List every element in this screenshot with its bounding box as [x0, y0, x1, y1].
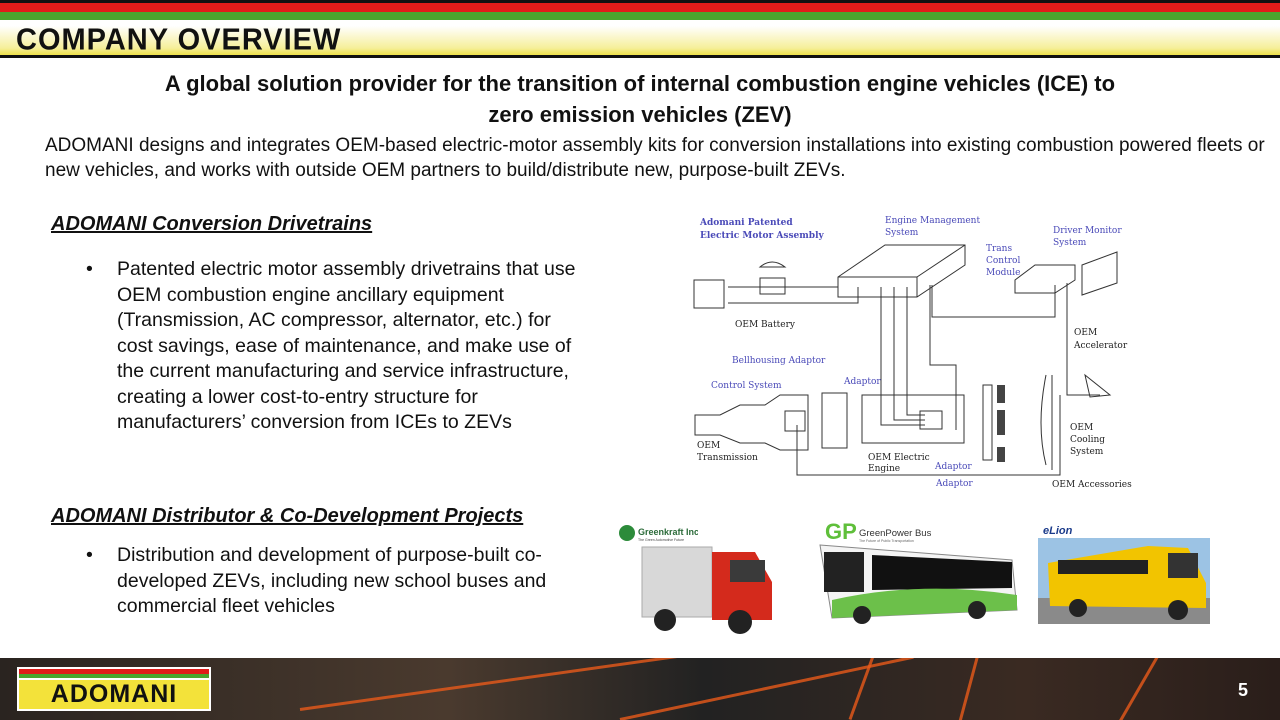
- label-accel-1: OEM: [1074, 328, 1097, 338]
- subtitle-line-2: zero emission vehicles (ZEV): [488, 102, 792, 127]
- diagram-title-1: Adomani Patented: [699, 218, 793, 228]
- page-number: 5: [1237, 680, 1248, 700]
- slide-title: COMPANY OVERVIEW: [16, 23, 342, 57]
- bullet-text: Distribution and development of purpose-…: [117, 544, 547, 617]
- electric-engine-shape: [861, 394, 965, 444]
- label-adaptor-mid: Adaptor: [934, 462, 972, 472]
- diagram-title-2: Electric Motor Assembly: [700, 231, 824, 241]
- label-adaptor-top: Adaptor: [843, 377, 881, 387]
- slide-subtitle: A global solution provider for the trans…: [0, 68, 1280, 130]
- header-stripe-red: [0, 3, 1280, 12]
- section-heading-conversion: ADOMANI Conversion Drivetrains: [51, 213, 373, 235]
- elion-logo: eLion: [1042, 517, 1090, 542]
- elion-logo-mark: eLion: [1043, 525, 1073, 537]
- label-ems-2: System: [885, 228, 919, 238]
- battery-shape: [693, 279, 725, 309]
- label-engine-2: Engine: [868, 464, 900, 474]
- label-accel-2: Accelerator: [1073, 341, 1128, 351]
- bullet-dot: •: [86, 258, 93, 280]
- svg-text:Greenkraft Inc.: Greenkraft Inc.: [638, 527, 698, 537]
- label-tcm-1: Trans: [986, 244, 1012, 254]
- label-cool-1: OEM: [1070, 423, 1093, 433]
- label-accessories: OEM Accessories: [1052, 480, 1132, 490]
- label-tcm-3: Module: [986, 268, 1020, 278]
- label-trans-1: OEM: [697, 441, 720, 451]
- section-heading-distributor: ADOMANI Distributor & Co-Development Pro…: [51, 505, 524, 527]
- bullet-conversion: • Patented electric motor assembly drive…: [86, 257, 581, 436]
- header-divider: [0, 55, 1280, 58]
- label-cool-3: System: [1070, 447, 1104, 457]
- label-cool-2: Cooling: [1070, 435, 1105, 445]
- bullet-dot: •: [86, 544, 93, 566]
- greenkraft-logo: Greenkraft Inc.The Green Automotive Futu…: [618, 524, 702, 547]
- subtitle-line-1: A global solution provider for the trans…: [164, 71, 1116, 96]
- label-bellhousing: Bellhousing Adaptor: [732, 356, 826, 366]
- svg-text:eLion: eLion: [1043, 525, 1073, 537]
- greenpower-bus-image: [819, 544, 1018, 624]
- adomani-logo: ADOMANI: [17, 667, 211, 711]
- label-dms-1: Driver Monitor: [1053, 226, 1122, 236]
- svg-text:The Future of Public Transport: The Future of Public Transportation: [859, 539, 914, 543]
- label-tcm-2: Control: [986, 256, 1020, 266]
- bullet-distributor: • Distribution and development of purpos…: [86, 543, 581, 620]
- header-stripe-green: [0, 12, 1280, 20]
- label-dms-2: System: [1053, 238, 1087, 248]
- label-control-system: Control System: [711, 381, 782, 391]
- label-ems-1: Engine Management: [885, 216, 980, 226]
- logo-text: ADOMANI: [50, 680, 178, 708]
- elion-school-bus-image: [1038, 538, 1210, 624]
- intro-paragraph: ADOMANI designs and integrates OEM-based…: [45, 135, 1265, 181]
- bullet-text: Patented electric motor assembly drivetr…: [117, 258, 576, 433]
- motor-assembly-diagram: Adomani Patented Electric Motor Assembly…: [693, 216, 1132, 490]
- greenkraft-truck-image: [641, 546, 772, 634]
- label-engine-1: OEM Electric: [868, 453, 930, 463]
- label-trans-2: Transmission: [697, 453, 758, 463]
- svg-text:GP: GP: [825, 519, 857, 543]
- greenkraft-logo-mark: Greenkraft Inc.The Green Automotive Futu…: [619, 525, 702, 542]
- label-battery: OEM Battery: [735, 320, 796, 330]
- label-adaptor-bot: Adaptor: [935, 479, 973, 489]
- svg-text:GreenPower Bus: GreenPower Bus: [859, 528, 932, 539]
- footer-banner: [0, 658, 1280, 720]
- header-stripe: [0, 0, 1280, 3]
- svg-text:The Green Automotive Future: The Green Automotive Future: [638, 538, 684, 542]
